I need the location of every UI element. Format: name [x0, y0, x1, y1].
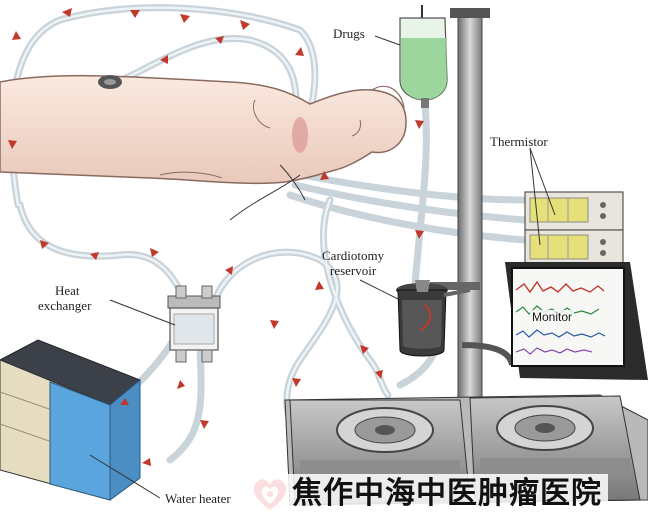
flow-arrow — [225, 266, 233, 275]
flow-arrow — [375, 370, 383, 379]
label-heat-line2: exchanger — [38, 298, 92, 313]
flow-arrow — [415, 230, 424, 239]
flow-arrow — [90, 252, 99, 260]
flow-arrow — [150, 248, 159, 257]
label-cardiotomy-line1: Cardiotomy — [322, 248, 385, 263]
flow-arrow — [130, 10, 140, 18]
flow-arrow — [142, 458, 151, 466]
flow-arrow — [292, 378, 301, 387]
heat-exchanger — [167, 285, 221, 363]
label-water-heater: Water heater — [165, 491, 231, 506]
flow-arrow — [180, 14, 190, 23]
flow-arrow — [8, 140, 17, 149]
label-drugs: Drugs — [333, 26, 365, 41]
drug-bag — [399, 5, 448, 108]
flow-arrow — [270, 320, 279, 329]
iv-pole — [430, 8, 515, 411]
monitor-unit — [505, 262, 648, 380]
label-leader-lines — [89, 35, 556, 499]
flow-arrow — [415, 120, 424, 129]
label-heat-line1: Heat — [55, 283, 80, 298]
water-heater — [0, 339, 141, 501]
flow-arrow — [177, 380, 185, 389]
label-thermistor: Thermistor — [490, 134, 548, 149]
flow-arrow — [315, 281, 324, 290]
thermistor-unit — [524, 191, 624, 267]
flow-arrow — [12, 31, 21, 40]
flow-arrow — [62, 8, 72, 17]
label-cardiotomy-line2: reservoir — [330, 263, 377, 278]
flow-arrow — [240, 20, 250, 30]
flow-arrow — [215, 36, 224, 44]
flow-arrow — [360, 345, 369, 354]
patient-body — [0, 74, 407, 221]
flow-arrows — [8, 8, 424, 466]
hospital-watermark: 焦作中海中医肿瘤医院 — [250, 474, 608, 514]
watermark-text: 焦作中海中医肿瘤医院 — [292, 476, 602, 511]
flow-arrow — [200, 420, 209, 429]
flow-arrow — [320, 171, 329, 180]
flow-arrow — [160, 55, 168, 64]
flow-arrow — [40, 240, 49, 249]
flow-arrow — [120, 398, 129, 405]
flow-arrow — [295, 47, 304, 56]
label-monitor: Monitor — [530, 310, 575, 324]
cardiotomy-reservoir — [396, 280, 471, 357]
